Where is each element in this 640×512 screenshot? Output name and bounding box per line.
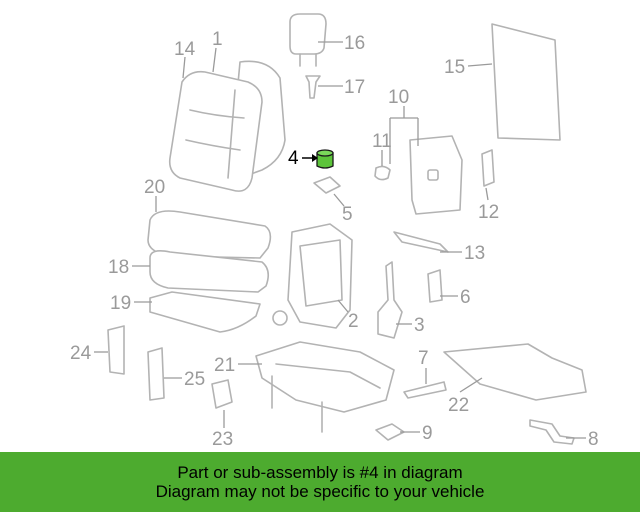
part-23-cap	[211, 379, 233, 409]
callout-17: 17	[344, 77, 365, 98]
callout-18: 18	[108, 257, 129, 278]
callout-4: 4	[288, 148, 299, 169]
part-12-clip	[481, 149, 495, 187]
part-8-bracket	[529, 419, 575, 445]
part-4-arrowhead	[312, 154, 318, 162]
callout-9: 9	[422, 423, 433, 444]
part-11-knob	[374, 165, 391, 181]
callout-6: 6	[460, 287, 471, 308]
part-13-bar	[393, 231, 449, 253]
callout-22: 22	[448, 395, 469, 416]
callout-11: 11	[372, 131, 392, 152]
headrest-part	[289, 13, 327, 99]
part-3-recliner	[377, 261, 403, 339]
part-6-clip	[427, 269, 443, 303]
part-24-trim	[107, 325, 125, 375]
part-10-board	[409, 135, 463, 215]
callout-1: 1	[212, 29, 223, 50]
callout-15: 15	[444, 57, 465, 78]
callout-3: 3	[414, 315, 425, 336]
notice-banner: Part or sub-assembly is #4 in diagram Di…	[0, 452, 640, 512]
callout-21: 21	[214, 355, 235, 376]
callout-25: 25	[184, 369, 205, 390]
banner-line-2: Diagram may not be specific to your vehi…	[155, 482, 485, 501]
part-7-lever	[403, 381, 447, 399]
leader-lines	[94, 41, 586, 439]
callout-13: 13	[464, 243, 485, 264]
callout-19: 19	[110, 293, 131, 314]
callout-5: 5	[342, 204, 353, 225]
callout-20: 20	[144, 177, 165, 198]
callout-24: 24	[70, 343, 92, 364]
callout-8: 8	[588, 429, 599, 450]
callout-16: 16	[344, 33, 365, 54]
part-2-frame	[272, 223, 353, 329]
callout-23: 23	[212, 429, 233, 450]
part-15-back-board	[491, 23, 561, 141]
banner-line-1: Part or sub-assembly is #4 in diagram	[177, 463, 463, 482]
callout-14: 14	[174, 39, 196, 60]
part-5-bracket	[313, 176, 341, 194]
part-22-tray	[443, 343, 587, 401]
seat-back-part	[168, 60, 286, 192]
parts-diagram: 14 1 16 17 15 10 11 4 12 5 20 13 18 6 19…	[70, 13, 599, 450]
callout-2: 2	[348, 311, 359, 332]
callout-7: 7	[418, 348, 429, 369]
callout-10: 10	[388, 87, 409, 108]
seat-cushion-part	[147, 210, 272, 333]
part-4-highlighted	[316, 149, 334, 169]
callout-12: 12	[478, 202, 499, 223]
part-9-cover	[375, 423, 405, 441]
part-25-trim	[147, 347, 165, 401]
part-21-rail-frame	[255, 341, 395, 433]
